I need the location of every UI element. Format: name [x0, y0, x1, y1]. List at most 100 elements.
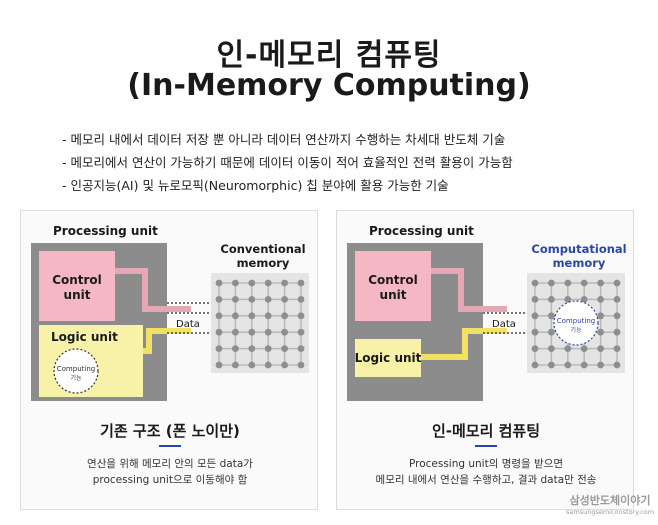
- memory-cell-node: [613, 361, 621, 369]
- memory-cell-node: [531, 361, 539, 369]
- logic-unit-box: [355, 339, 421, 377]
- control-unit-box: [355, 251, 431, 321]
- memory-cell-node: [264, 361, 272, 369]
- memory-cell-node: [580, 279, 588, 287]
- memory-cell-node: [232, 361, 239, 369]
- caption-underline: [475, 445, 497, 447]
- memory-label: Conventional: [220, 242, 305, 256]
- memory-cell-node: [548, 312, 555, 320]
- memory-cell-node: [281, 328, 288, 336]
- watermark: 삼성반도체이야기 samsungsemiconstory.com: [566, 492, 654, 516]
- in-memory-architecture-panel: Processing unit Control unit Logic unit …: [336, 210, 634, 510]
- memory-cell-node: [297, 279, 305, 287]
- memory-cell-node: [264, 296, 272, 303]
- memory-cell-node: [281, 361, 288, 369]
- control-unit-box: [39, 251, 115, 321]
- memory-cell-node: [597, 279, 604, 287]
- memory-cell-node: [597, 312, 604, 320]
- computing-label: Computing: [57, 365, 95, 373]
- memory-cell-node: [564, 361, 572, 369]
- memory-cell-node: [564, 279, 572, 287]
- bullet-item: - 메모리 내에서 데이터 저장 뿐 아니라 데이터 연산까지 수행하는 차세대…: [62, 132, 506, 147]
- memory-cell-node: [215, 312, 223, 320]
- panel-caption-title: 인-메모리 컴퓨팅: [432, 422, 540, 440]
- memory-cell-node: [531, 279, 539, 287]
- memory-cell-node: [232, 279, 239, 287]
- memory-cell-node: [215, 345, 223, 352]
- in-memory-architecture-diagram: Processing unit Control unit Logic unit …: [347, 224, 627, 486]
- memory-cell-node: [232, 312, 239, 320]
- memory-cell-node: [248, 345, 256, 352]
- memory-cell-node: [248, 296, 256, 303]
- caption-underline: [159, 445, 181, 447]
- memory-label-2: memory: [237, 256, 290, 270]
- memory-cell-node: [281, 279, 288, 287]
- memory-cell-node: [613, 296, 621, 303]
- memory-cell-node: [215, 296, 223, 303]
- memory-cell-node: [597, 328, 604, 336]
- page-title-korean: 인-메모리 컴퓨팅: [216, 38, 442, 73]
- memory-cell-node: [232, 328, 239, 336]
- memory-cell-node: [580, 345, 588, 352]
- bullet-item: - 메모리에서 연산이 가능하기 때문에 데이터 이동이 적어 효율적인 전력 …: [62, 155, 513, 170]
- memory-cell-node: [264, 279, 272, 287]
- memory-cell-node: [264, 312, 272, 320]
- bullet-item: - 인공지능(AI) 및 뉴로모픽(Neuromorphic) 칩 분야에 활용…: [62, 178, 449, 193]
- page-title-english: (In-Memory Computing): [127, 68, 531, 103]
- memory-cell-node: [613, 345, 621, 352]
- memory-cell-node: [580, 361, 588, 369]
- memory-cell-node: [613, 312, 621, 320]
- memory-cell-node: [281, 296, 288, 303]
- memory-cell-node: [531, 345, 539, 352]
- watermark-url: samsungsemiconstory.com: [566, 508, 655, 516]
- memory-label-2: memory: [553, 256, 606, 270]
- control-unit-label-2: unit: [64, 288, 91, 302]
- memory-cell-node: [232, 345, 239, 352]
- memory-label: Computational: [531, 242, 626, 256]
- panel-caption-desc-2: 메모리 내에서 연산을 수행하고, 결과 data만 전송: [376, 473, 597, 486]
- panel-caption-desc: Processing unit의 명령을 받으면: [409, 458, 563, 470]
- memory-cell-node: [297, 361, 305, 369]
- memory-cell-node: [597, 345, 604, 352]
- memory-cell-node: [297, 312, 305, 320]
- memory-cell-node: [215, 361, 223, 369]
- computing-function-circle: [553, 300, 599, 346]
- logic-unit-label: Logic unit: [51, 330, 118, 344]
- watermark-title: 삼성반도체이야기: [569, 494, 651, 507]
- memory-cell-node: [248, 361, 256, 369]
- data-label: Data: [176, 319, 200, 330]
- memory-cell-node: [264, 345, 272, 352]
- computing-sub-label: 기능: [70, 374, 82, 382]
- memory-cell-node: [548, 296, 555, 303]
- control-connector: [115, 268, 191, 312]
- memory-cell-node: [297, 328, 305, 336]
- feature-bullet-list: - 메모리 내에서 데이터 저장 뿐 아니라 데이터 연산까지 수행하는 차세대…: [62, 128, 513, 197]
- control-connector: [431, 268, 507, 312]
- control-unit-label: Control: [52, 273, 102, 287]
- memory-cell-node: [215, 328, 223, 336]
- memory-cell-node: [564, 345, 572, 352]
- memory-cell-grid: [215, 279, 305, 369]
- logic-connector: [421, 328, 507, 360]
- memory-cell-node: [580, 296, 588, 303]
- panel-caption-desc-2: processing unit으로 이동해야 함: [93, 473, 248, 486]
- memory-cell-node: [548, 361, 555, 369]
- memory-cell-node: [281, 345, 288, 352]
- computing-sub-label: 기능: [570, 326, 582, 334]
- memory-cell-node: [248, 312, 256, 320]
- memory-cell-node: [531, 296, 539, 303]
- processing-unit-label: Processing unit: [369, 224, 474, 238]
- memory-cell-node: [232, 296, 239, 303]
- memory-array-box: [211, 273, 309, 373]
- processing-unit-label: Processing unit: [53, 224, 158, 238]
- memory-cell-node: [264, 328, 272, 336]
- memory-cell-node: [597, 296, 604, 303]
- data-label: Data: [492, 319, 516, 330]
- computing-label: Computing: [557, 317, 595, 325]
- memory-cell-node: [281, 312, 288, 320]
- memory-cell-node: [531, 312, 539, 320]
- logic-connector: [143, 328, 191, 354]
- memory-cell-node: [548, 345, 555, 352]
- memory-cell-node: [248, 328, 256, 336]
- memory-cell-node: [613, 279, 621, 287]
